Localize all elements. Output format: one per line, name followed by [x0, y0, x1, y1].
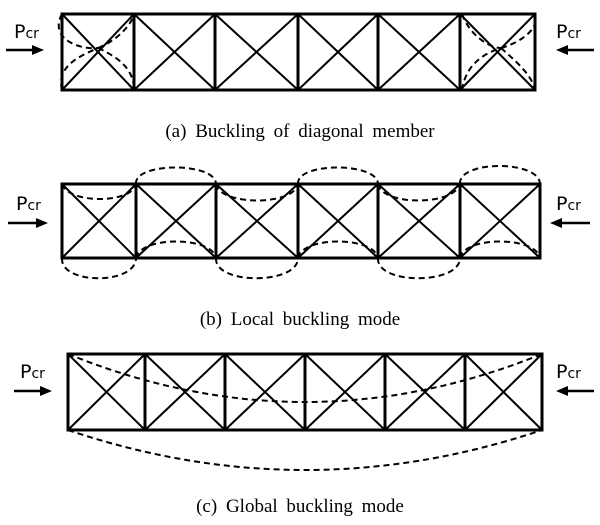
buckled-diagonals-a: [57, 13, 537, 91]
truss-b: [60, 182, 542, 260]
dashed-curve: [461, 47, 502, 91]
diagonal-member: [133, 13, 216, 91]
dashed-curve: [60, 257, 137, 280]
dashed-curve: [67, 429, 543, 471]
dashed-curve: [61, 183, 137, 200]
dashed-curve: [458, 165, 541, 185]
dashed-curve: [134, 166, 217, 185]
load-label-left-b: Pcr: [16, 193, 41, 215]
diagonal-member: [61, 183, 137, 259]
dashed-curve: [297, 240, 379, 259]
caption-c: (c) Global buckling mode: [196, 496, 404, 517]
diagonal-member: [144, 353, 226, 431]
load-arrow-left-c: [14, 386, 52, 396]
diagonal-member: [297, 13, 379, 91]
diagonal-member: [459, 183, 541, 259]
load-label-right-c: Pcr: [556, 361, 581, 383]
diagonal-member: [304, 353, 386, 431]
truss-a: [60, 12, 537, 92]
truss-c: [66, 352, 544, 432]
diagonal-member: [224, 353, 306, 431]
dashed-curve: [459, 240, 541, 259]
dashed-curve: [500, 47, 536, 91]
panel-b: Pcr Pcr (b) Local buckling mode: [8, 165, 590, 330]
dashed-curve: [57, 13, 99, 50]
load-label-left-a: Pcr: [14, 21, 39, 43]
diagonal-member: [464, 353, 543, 431]
diagonal-member: [67, 353, 146, 431]
dashed-curve: [97, 47, 135, 91]
load-arrow-left-b: [8, 218, 48, 228]
diagonal-member: [377, 13, 461, 91]
dashed-curve: [60, 47, 99, 91]
load-label-right-a: Pcr: [556, 21, 581, 43]
dashed-curve: [215, 183, 299, 202]
caption-a: (a) Buckling of diagonal member: [165, 121, 435, 142]
load-arrow-left-a: [6, 45, 44, 55]
load-arrow-right-a: [556, 45, 594, 55]
diagonal-member: [459, 13, 536, 91]
dashed-curve: [214, 257, 299, 280]
dashed-curve: [135, 240, 217, 259]
panel-c: Pcr Pcr (c) Global buckling mode: [14, 352, 594, 517]
dashed-curve: [67, 353, 543, 403]
panel-a: Pcr Pcr (a) Buckling of diagonal member: [6, 12, 594, 142]
diagonal-member: [297, 183, 379, 259]
dashed-curve: [377, 183, 461, 202]
dashed-curve: [500, 13, 537, 49]
diagonal-member: [384, 353, 466, 431]
global-buckling-curves-c: [67, 353, 543, 471]
dashed-curve: [376, 257, 461, 280]
dashed-curve: [296, 166, 379, 185]
load-label-left-c: Pcr: [20, 361, 45, 383]
caption-b: (b) Local buckling mode: [200, 309, 400, 330]
diagonal-member: [214, 13, 299, 91]
load-label-right-b: Pcr: [556, 193, 581, 215]
dashed-curve: [97, 13, 135, 49]
dashed-curve: [461, 13, 502, 49]
load-arrow-right-b: [550, 218, 590, 228]
local-buckling-curves-b: [60, 165, 541, 280]
diagonal-member: [135, 183, 217, 259]
load-arrow-right-c: [556, 386, 594, 396]
diagonal-member: [61, 13, 135, 91]
